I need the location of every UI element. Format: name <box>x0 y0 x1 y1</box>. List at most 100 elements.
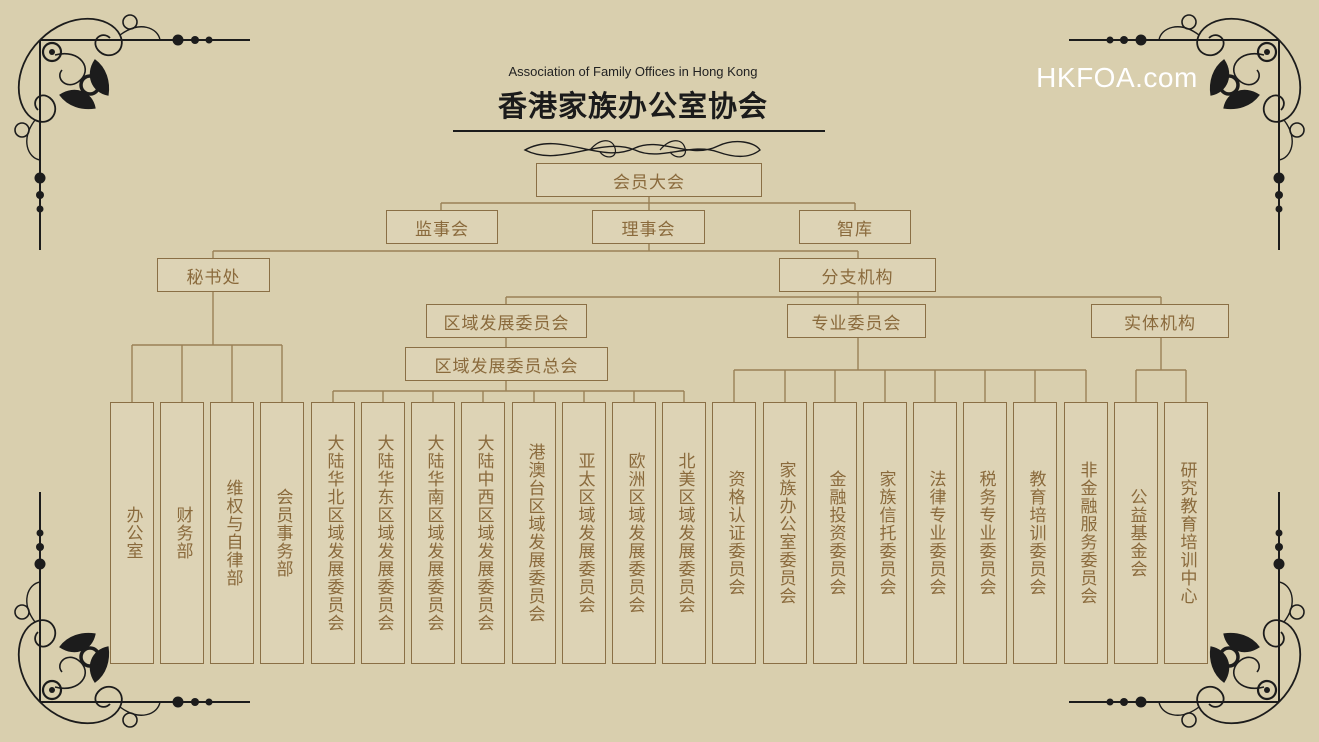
ornament-dot <box>36 529 44 537</box>
unit-label: 维权与自律部 <box>222 479 243 587</box>
ornament-dot <box>1275 529 1283 537</box>
ornament-scroll <box>1233 656 1265 690</box>
title-flourish-loop <box>589 140 617 158</box>
unit-label: 会员事务部 <box>272 488 293 578</box>
regional-unit: 大陆华北区域发展委员会 <box>311 402 355 664</box>
corner-ornament <box>1069 492 1305 728</box>
ornament-dot <box>1275 191 1283 199</box>
ornament-scroll <box>1158 701 1200 716</box>
professional-unit: 税务专业委员会 <box>963 402 1007 664</box>
ornament-scroll <box>26 119 41 161</box>
unit-label: 港澳台区域发展委员会 <box>524 443 545 623</box>
ornament-ring-center <box>1264 49 1270 55</box>
ornament-ring-center <box>49 687 55 693</box>
node-regional-general-committee: 区域发展委员总会 <box>405 347 608 381</box>
association-chinese-title: 香港家族办公室协会 <box>497 89 768 123</box>
ornament-dot <box>1275 205 1283 213</box>
ornament-scroll <box>119 701 161 716</box>
ornament-ring <box>1256 679 1278 701</box>
ornament-dot <box>172 696 184 708</box>
node-general-assembly: 会员大会 <box>536 163 762 197</box>
professional-unit: 金融投资委员会 <box>813 402 857 664</box>
unit-label: 亚太区域发展委员会 <box>574 452 595 614</box>
regional-unit: 大陆华东区域发展委员会 <box>361 402 405 664</box>
secretariat-unit: 会员事务部 <box>260 402 304 664</box>
ornament-ring <box>1181 14 1197 30</box>
professional-unit: 家族信托委员会 <box>863 402 907 664</box>
ornament-dot <box>205 36 213 44</box>
ornament-scroll <box>54 52 86 86</box>
ornament-dot <box>1120 698 1128 706</box>
node-supervisory-board: 监事会 <box>386 210 498 244</box>
ornament-dot <box>36 191 44 199</box>
ornament-dot <box>36 543 44 551</box>
ornament-dot <box>34 172 46 184</box>
ornament-scroll <box>18 619 57 703</box>
secretariat-unit: 办公室 <box>110 402 154 664</box>
entity-unit: 研究教育培训中心 <box>1164 402 1208 664</box>
ornament-dot <box>1120 36 1128 44</box>
regional-unit: 大陆中西区域发展委员会 <box>461 402 505 664</box>
ornament-leaf <box>89 59 110 96</box>
secretariat-unit: 维权与自律部 <box>210 402 254 664</box>
ornament-scroll <box>1196 685 1280 724</box>
unit-label: 金融投资委员会 <box>825 470 846 596</box>
ornament-ring <box>79 74 101 96</box>
ornament-dot <box>1273 172 1285 184</box>
unit-label: 公益基金会 <box>1126 488 1147 578</box>
ornament-ring <box>1289 122 1305 138</box>
unit-label: 北美区域发展委员会 <box>674 452 695 614</box>
ornament-scroll <box>1262 39 1301 123</box>
unit-label: 教育培训委员会 <box>1025 470 1046 596</box>
unit-label: 大陆华北区域发展委员会 <box>323 434 344 632</box>
ornament-ring <box>14 604 30 620</box>
ornament-scroll <box>1278 119 1293 161</box>
association-english-name: Association of Family Offices in Hong Ko… <box>508 64 758 79</box>
unit-label: 大陆华南区域发展委员会 <box>423 434 444 632</box>
ornament-scroll <box>1262 619 1301 703</box>
ornament-dot <box>205 698 213 706</box>
node-secretariat: 秘书处 <box>157 258 270 292</box>
ornament-dot <box>1275 543 1283 551</box>
ornament-dot <box>191 36 199 44</box>
professional-unit: 法律专业委员会 <box>913 402 957 664</box>
title-flourish <box>523 140 761 157</box>
ornament-dot <box>36 205 44 213</box>
unit-label: 资格认证委员会 <box>724 470 745 596</box>
ornament-leaf <box>1209 59 1230 96</box>
regional-unit: 港澳台区域发展委员会 <box>512 402 556 664</box>
ornament-dot <box>34 558 46 570</box>
professional-unit: 非金融服务委员会 <box>1064 402 1108 664</box>
unit-label: 法律专业委员会 <box>925 470 946 596</box>
corner-ornament <box>14 492 250 728</box>
node-regional-committee: 区域发展委员会 <box>426 304 587 338</box>
ornament-scroll <box>26 581 41 623</box>
ornament-scroll <box>119 26 161 41</box>
regional-unit: 亚太区域发展委员会 <box>562 402 606 664</box>
node-branches: 分支机构 <box>779 258 936 292</box>
regional-unit: 欧洲区域发展委员会 <box>612 402 656 664</box>
unit-label: 财务部 <box>172 506 193 560</box>
ornament-scroll <box>1158 26 1200 41</box>
ornament-ring <box>1181 712 1197 728</box>
professional-unit: 教育培训委员会 <box>1013 402 1057 664</box>
ornament-ring <box>1218 646 1240 668</box>
ornament-scroll <box>1278 581 1293 623</box>
unit-label: 大陆华东区域发展委员会 <box>373 434 394 632</box>
secretariat-unit: 财务部 <box>160 402 204 664</box>
website-label: HKFOA.com <box>1036 62 1198 93</box>
unit-label: 家族办公室委员会 <box>775 461 796 605</box>
unit-label: 非金融服务委员会 <box>1076 461 1097 605</box>
node-council: 理事会 <box>592 210 705 244</box>
ornament-ring-center <box>49 49 55 55</box>
ornament-leaf <box>89 646 110 683</box>
unit-label: 大陆中西区域发展委员会 <box>473 434 494 632</box>
node-think-tank: 智库 <box>799 210 911 244</box>
regional-unit: 大陆华南区域发展委员会 <box>411 402 455 664</box>
ornament-dot <box>1135 696 1147 708</box>
ornament-ring <box>1289 604 1305 620</box>
unit-label: 家族信托委员会 <box>875 470 896 596</box>
unit-label: 研究教育培训中心 <box>1176 461 1197 605</box>
node-entities: 实体机构 <box>1091 304 1229 338</box>
